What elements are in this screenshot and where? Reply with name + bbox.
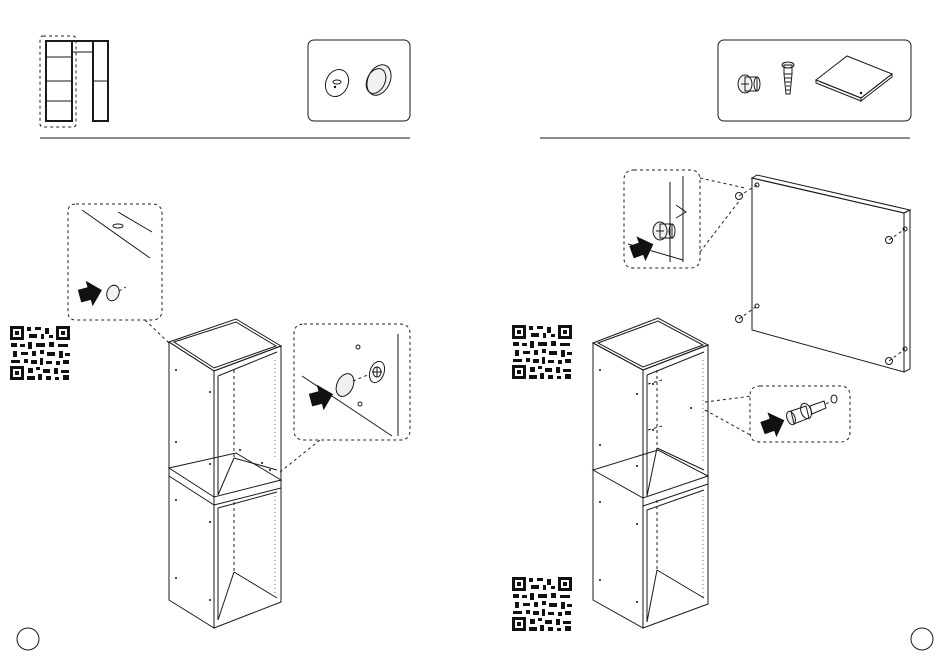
leader-line	[700, 178, 745, 252]
left-cabinet-illustration	[169, 319, 281, 628]
leader-line	[705, 396, 752, 436]
cam-lock-icon	[738, 75, 760, 93]
leader-line	[145, 320, 170, 344]
cover-cap-top-detail	[68, 204, 162, 320]
hardware-box-cover-caps	[308, 40, 410, 121]
leader-line	[280, 440, 320, 472]
page-number-circle	[911, 628, 933, 650]
qr-code-icon	[511, 324, 573, 380]
right-page	[511, 40, 933, 650]
qr-code-icon	[511, 576, 573, 632]
left-page	[9, 36, 410, 650]
right-cabinet-illustration	[593, 318, 708, 628]
hardware-box-cam-fittings	[718, 40, 911, 121]
qr-code-icon	[9, 325, 71, 381]
cam-bolt-detail	[750, 386, 850, 442]
page-number-circle	[17, 628, 39, 650]
wardrobe-module-overview-icon	[40, 36, 108, 127]
cam-lock-corner-detail	[624, 170, 700, 268]
back-panel-illustration	[736, 175, 911, 372]
cover-cap-side-detail	[294, 324, 410, 440]
